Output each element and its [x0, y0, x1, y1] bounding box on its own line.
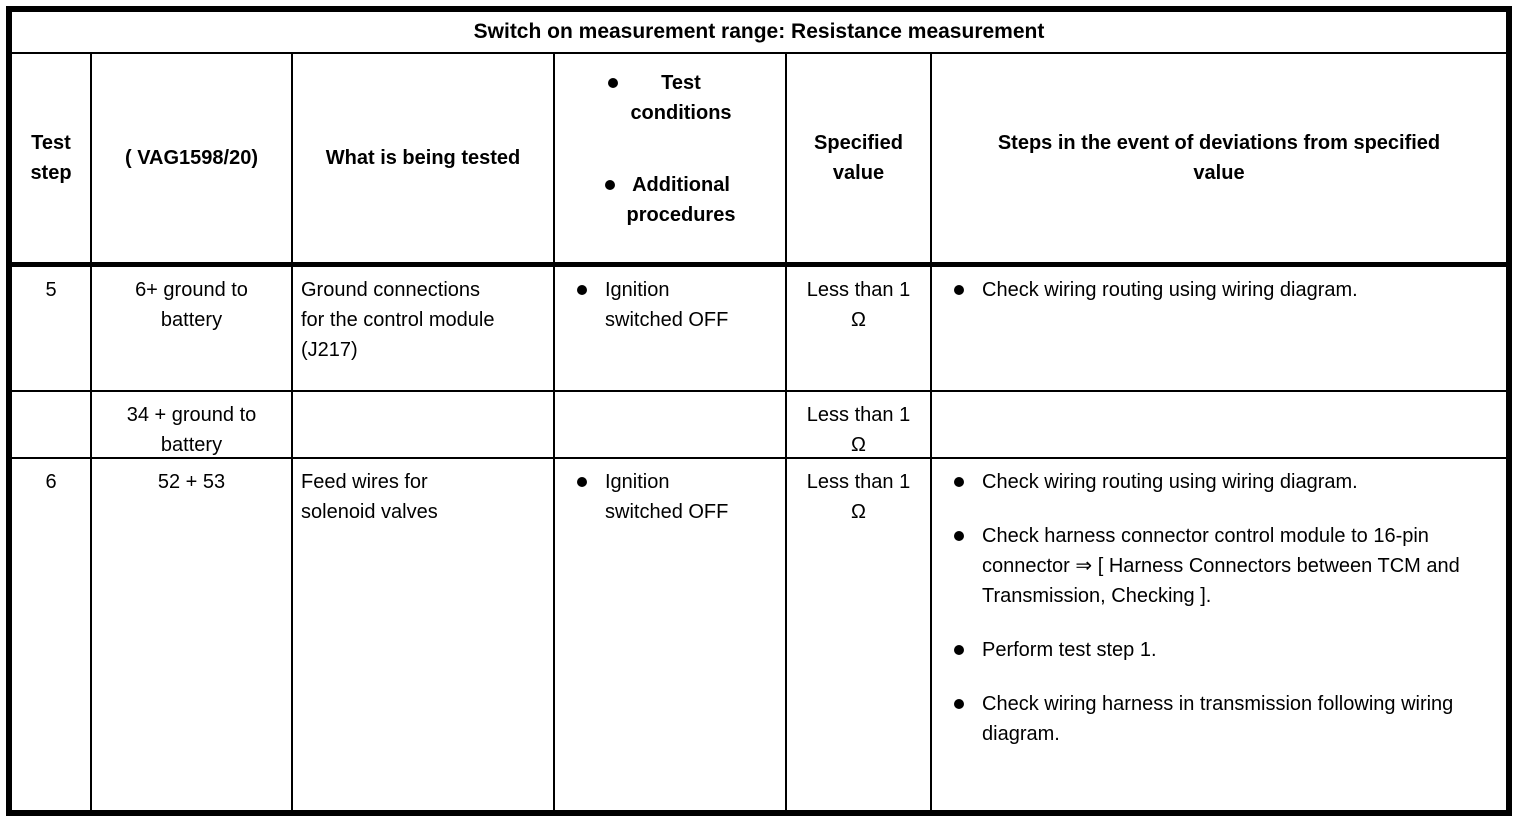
header-test-step: Test step	[30, 132, 72, 184]
measurement-table: Switch on measurement range: Resistance …	[6, 6, 1512, 816]
table-title: Switch on measurement range: Resistance …	[12, 12, 1506, 54]
header-conditions-list: Test conditions Additional procedures	[563, 68, 777, 230]
bullet-item: Additional procedures	[563, 170, 777, 230]
bullet-icon	[954, 285, 964, 295]
cell-what-tested: Feed wires for solenoid valves	[291, 459, 553, 810]
steps-list: Check wiring routing using wiring diagra…	[940, 275, 1498, 305]
cell-test-step: 6	[45, 471, 57, 493]
table-row: 34 + ground to battery Less than 1 Ω	[12, 392, 1506, 459]
bullet-item: Check wiring routing using wiring diagra…	[940, 275, 1498, 305]
bullet-icon	[954, 477, 964, 487]
header-conditions: Test conditions Additional procedures	[553, 54, 785, 262]
bullet-icon	[577, 285, 587, 295]
header-tool: ( VAG1598/20)	[90, 54, 291, 262]
cell-specified-value: Less than 1 Ω	[785, 267, 930, 390]
header-bullet-text: Test conditions	[630, 72, 732, 124]
cell-what-tested: Ground connections for the control modul…	[291, 267, 553, 390]
steps-list: Check wiring routing using wiring diagra…	[940, 467, 1498, 749]
cell-conditions	[553, 392, 785, 457]
bullet-icon	[604, 180, 615, 190]
conditions-list: Ignition switched OFF	[563, 467, 777, 527]
cell-deviation-steps: Check wiring routing using wiring diagra…	[930, 459, 1506, 810]
bullet-item: Check wiring routing using wiring diagra…	[940, 467, 1498, 497]
bullet-item: Check wiring harness in transmission fol…	[940, 689, 1498, 749]
bullet-item: Perform test step 1.	[940, 635, 1498, 665]
condition-text: Ignition switched OFF	[605, 471, 729, 523]
step-text: Perform test step 1.	[982, 639, 1157, 661]
bullet-icon	[577, 477, 587, 487]
bullet-icon	[954, 699, 964, 709]
header-what-tested: What is being tested	[291, 54, 553, 262]
step-text: Check wiring routing using wiring diagra…	[982, 471, 1358, 493]
cell-test-step: 5	[45, 279, 57, 301]
bullet-item: Ignition switched OFF	[563, 467, 777, 527]
header-bullet-text: Additional procedures	[626, 174, 736, 226]
step-text: Check harness connector control module t…	[982, 525, 1460, 607]
cell-conditions: Ignition switched OFF	[553, 459, 785, 810]
cell-test-step	[12, 392, 90, 457]
header-deviation-steps: Steps in the event of deviations from sp…	[930, 54, 1506, 262]
cell-what-tested	[291, 392, 553, 457]
cell-conditions: Ignition switched OFF	[553, 267, 785, 390]
cell-specified-value: Less than 1 Ω	[785, 459, 930, 810]
bullet-item: Test conditions	[563, 68, 777, 128]
conditions-list: Ignition switched OFF	[563, 275, 777, 335]
table-row: 5 6+ ground to battery Ground connection…	[12, 267, 1506, 392]
step-text: Check wiring routing using wiring diagra…	[982, 279, 1358, 301]
table-header-row: Test step ( VAG1598/20) What is being te…	[12, 54, 1506, 267]
header-specified-value: Specified value	[785, 54, 930, 262]
table-row: 6 52 + 53 Feed wires for solenoid valves…	[12, 459, 1506, 810]
cell-sockets: 34 + ground to battery	[90, 392, 291, 457]
condition-text: Ignition switched OFF	[605, 279, 729, 331]
cell-deviation-steps: Check wiring routing using wiring diagra…	[930, 267, 1506, 390]
cell-deviation-steps	[930, 392, 1506, 457]
step-text: Check wiring harness in transmission fol…	[982, 693, 1454, 745]
cell-sockets: 6+ ground to battery	[90, 267, 291, 390]
bullet-item: Ignition switched OFF	[563, 275, 777, 335]
bullet-icon	[954, 531, 964, 541]
cell-specified-value: Less than 1 Ω	[785, 392, 930, 457]
bullet-icon	[954, 645, 964, 655]
bullet-item: Check harness connector control module t…	[940, 521, 1498, 611]
cell-sockets: 52 + 53	[90, 459, 291, 810]
bullet-icon	[608, 78, 619, 88]
